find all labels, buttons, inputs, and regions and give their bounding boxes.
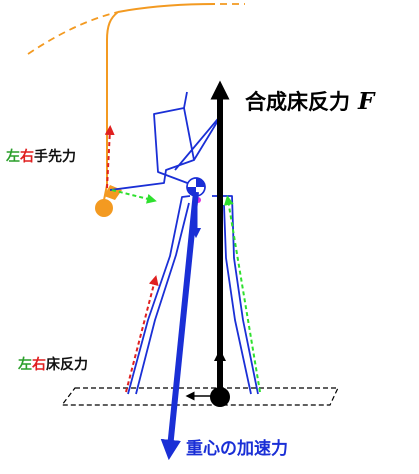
resultant-force-text: 合成床反力 [245,90,350,114]
left-leg-inner [135,202,190,395]
right-hand-force-arrow [104,125,115,189]
left-floor-force-arrow [223,195,261,393]
forearm [174,113,223,171]
resultant-force-label: 合成床反力 F [245,90,374,113]
floor-force-left: 左 [18,357,32,373]
hand-force-text: 手先力 [34,149,76,165]
wall-arc [117,3,216,13]
hand-force-label: 左右手先力 [6,150,76,164]
body-stick-figure [109,91,259,395]
wall-dashed-arc [27,11,119,55]
left-leg-outline [127,195,191,395]
floor-force-right: 右 [32,357,46,373]
hand-ball [95,199,113,217]
hand-force-right: 右 [20,149,34,165]
com-acceleration-label: 重心の加速力 [186,441,288,458]
com-acceleration-text: 重心の加速力 [186,439,288,459]
center-of-mass-icon [186,177,206,197]
right-floor-force-arrow [125,275,159,393]
right-leg-inner [223,204,252,395]
hand-force-left: 左 [6,149,20,165]
resultant-force-symbol: F [358,88,375,115]
floor-force-text: 床反力 [46,357,88,373]
upper-arm-2 [109,107,195,191]
upper-arm-1 [153,91,191,185]
rope-line [103,11,119,201]
floor-plane [60,387,339,406]
center-of-pressure [210,387,230,407]
floor-force-label: 左右床反力 [18,358,88,372]
